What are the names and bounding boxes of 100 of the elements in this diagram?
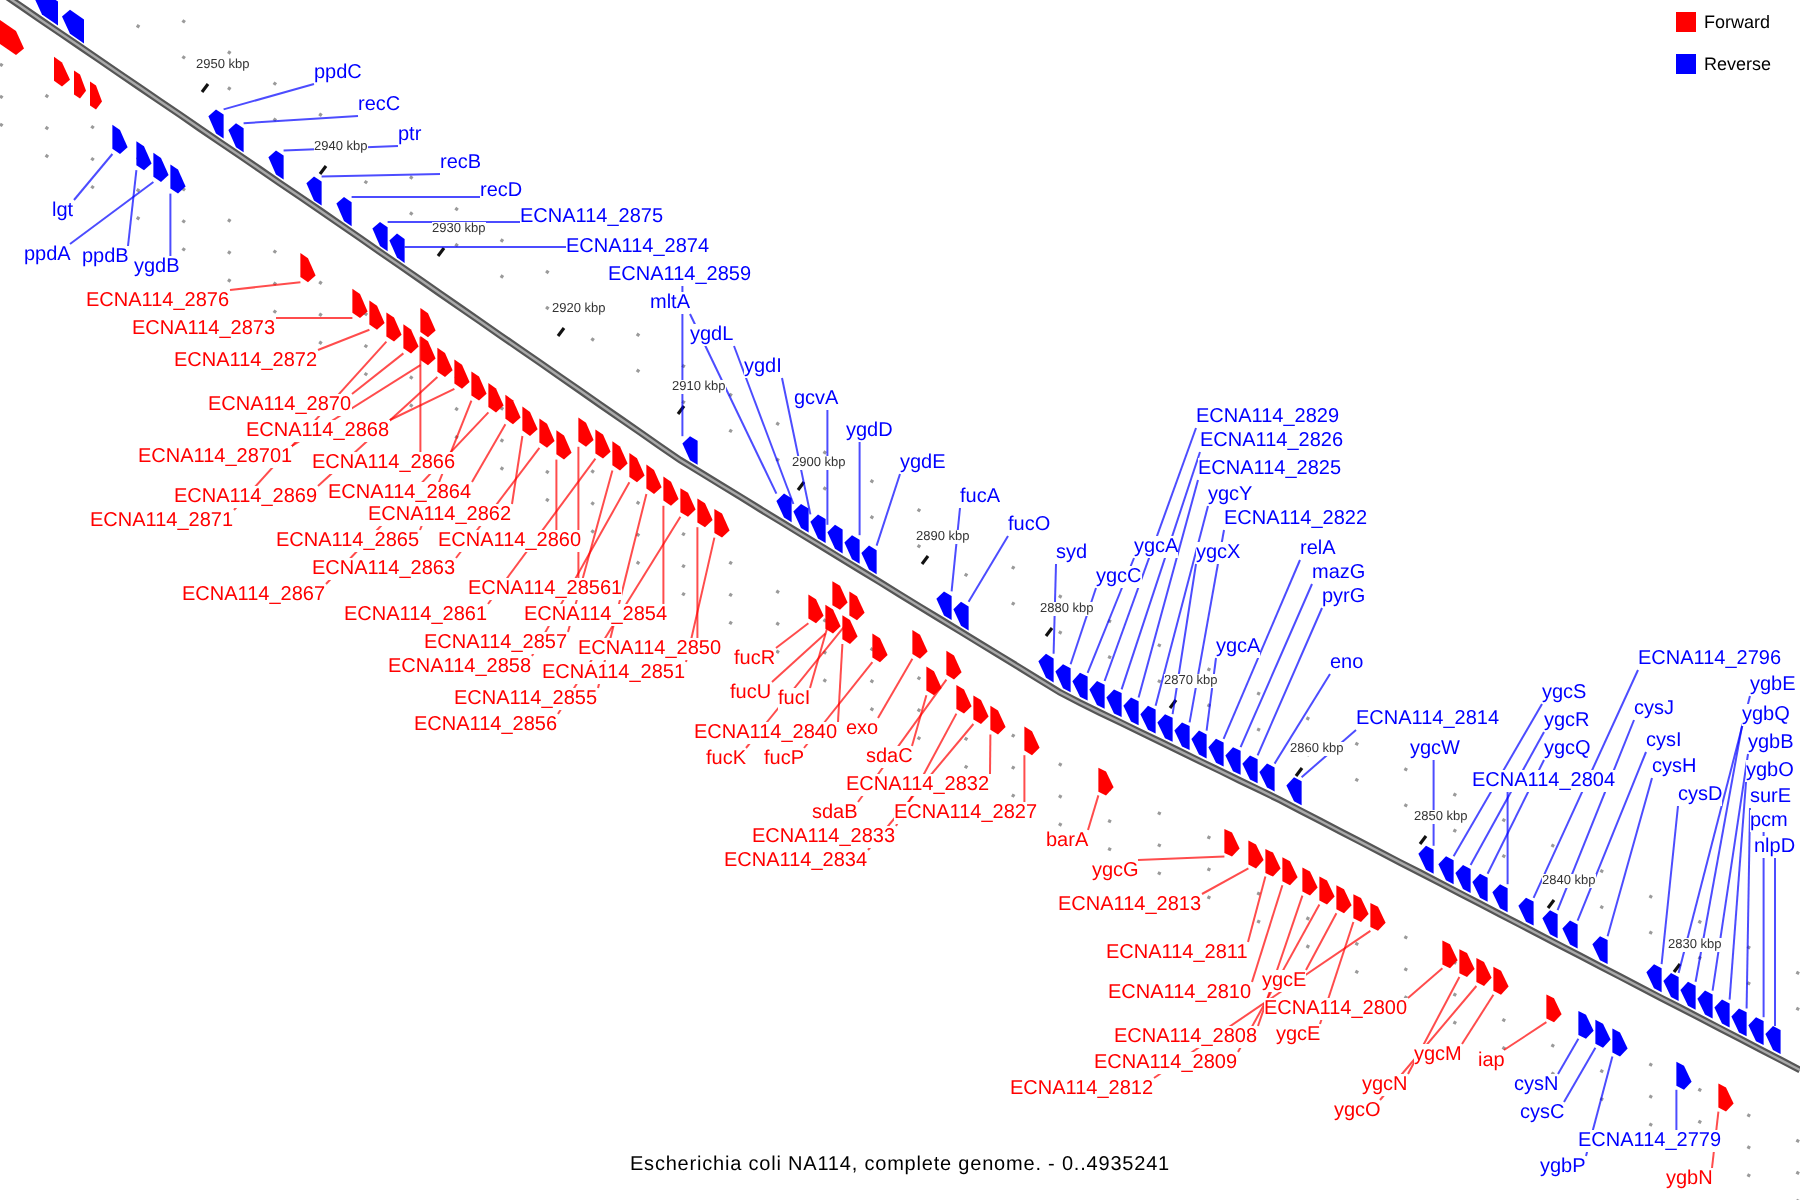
gene-glyph	[1072, 672, 1088, 701]
leader-line	[1532, 669, 1639, 899]
leader-line	[1606, 777, 1653, 938]
leader-line	[169, 192, 172, 257]
leader-line	[275, 317, 354, 319]
leader-line	[73, 153, 114, 201]
gene-label: gcvA	[794, 387, 839, 409]
leader-line	[1432, 759, 1435, 847]
gene-label: ppdB	[82, 245, 129, 267]
gene-label: ECNA114_28701	[138, 445, 293, 467]
leader-line	[771, 632, 827, 683]
gene-label: ECNA114_2813	[1058, 893, 1202, 915]
gene-label: exo	[846, 717, 879, 739]
leader-line	[1694, 725, 1743, 983]
leader-line	[1503, 1021, 1548, 1051]
leader-line	[733, 345, 795, 505]
leader-line	[911, 694, 928, 747]
gene-glyph	[946, 650, 962, 680]
gene-label: ppdA	[24, 243, 71, 265]
leader-line	[1154, 505, 1209, 707]
leader-line	[1239, 583, 1313, 749]
gene-glyph	[912, 630, 928, 659]
gene-glyph	[1319, 876, 1335, 905]
gene-glyph	[488, 383, 504, 413]
gene-glyph	[1562, 920, 1578, 949]
gene-glyph	[1242, 755, 1258, 784]
leader-line	[229, 281, 302, 291]
gene-label: ECNA114_2858	[388, 655, 532, 677]
gene-glyph	[832, 581, 848, 610]
gene-glyph	[1157, 714, 1173, 742]
leader-line	[1557, 1037, 1580, 1075]
gene-label: ECNA114_2860	[438, 529, 582, 551]
gene-label: ECNA114_2812	[1010, 1077, 1154, 1099]
gene-label: ygcS	[1542, 681, 1587, 703]
gene-glyph	[872, 633, 888, 663]
gene-glyph	[1024, 726, 1040, 756]
gene-glyph	[228, 123, 244, 153]
gene-label: ECNA114_2870	[208, 393, 352, 415]
leader-line	[1087, 794, 1100, 831]
gene-glyph	[793, 504, 809, 533]
gene-label: ECNA114_2871	[90, 509, 234, 531]
gene-label: ygcW	[1410, 737, 1460, 759]
gene-label: recC	[358, 93, 401, 115]
gene-label: cysI	[1646, 729, 1682, 751]
gene-glyph	[827, 524, 843, 554]
gene-glyph	[1714, 999, 1730, 1028]
gene-label: ECNA114_2855	[454, 687, 598, 709]
leader-line	[1745, 807, 1751, 1010]
gene-glyph	[1472, 873, 1488, 902]
leader-line	[1120, 451, 1201, 691]
leader-line	[403, 246, 567, 248]
gene-label: iap	[1478, 1049, 1505, 1071]
gene-glyph	[776, 493, 792, 523]
gene-label: fucU	[730, 681, 772, 703]
gene-label: ECNA114_2822	[1224, 507, 1368, 529]
leader-line	[419, 336, 422, 453]
gene-glyph	[153, 152, 169, 182]
gene-label: ygdB	[134, 255, 180, 277]
gene-glyph	[810, 514, 826, 543]
legend-label: Forward	[1704, 12, 1771, 32]
gene-label: ECNA114_2811	[1106, 941, 1248, 963]
gene-glyph	[300, 253, 316, 283]
gene-label: ygdL	[690, 323, 734, 345]
gene-label: ECNA114_2827	[894, 801, 1038, 823]
gene-label: ECNA114_2866	[312, 451, 456, 473]
gene-label: ECNA114_2796	[1638, 647, 1782, 669]
gene-glyph	[170, 164, 186, 194]
gene-glyph	[1140, 705, 1156, 734]
gene-glyph	[1492, 884, 1508, 913]
gene-glyph	[1353, 894, 1369, 922]
gene-label: ECNA114_2874	[566, 235, 710, 257]
gene-glyph	[556, 430, 572, 460]
gene-label: cysD	[1678, 783, 1723, 805]
gene-label: recD	[480, 179, 523, 201]
gene-glyph	[1174, 722, 1190, 750]
leader-line	[837, 643, 844, 723]
leader-line	[555, 458, 558, 531]
gene-glyph	[844, 535, 860, 564]
gene-glyph	[539, 418, 555, 448]
gene-glyph	[1676, 1061, 1692, 1090]
gene-label: ygbO	[1746, 759, 1794, 781]
leader-line	[1052, 563, 1057, 655]
leader-line	[1069, 587, 1097, 666]
gene-glyph	[849, 591, 865, 621]
leader-line	[696, 526, 699, 639]
gene-glyph	[1248, 840, 1264, 869]
gene-label: lgt	[52, 199, 74, 221]
gene-glyph	[842, 615, 858, 644]
gene-glyph	[1731, 1008, 1747, 1037]
gene-glyph	[1518, 897, 1534, 926]
gene-label: ygbN	[1666, 1167, 1713, 1189]
leader-line	[967, 535, 1009, 603]
leader-line	[1023, 754, 1026, 803]
gene-glyph	[389, 233, 405, 263]
gene-label: ygdD	[846, 419, 893, 441]
leader-line	[351, 352, 405, 395]
leader-line	[1407, 967, 1444, 999]
leader-line	[1563, 1046, 1597, 1103]
gene-label: ECNA114_2872	[174, 349, 318, 371]
leader-line	[1256, 607, 1323, 757]
